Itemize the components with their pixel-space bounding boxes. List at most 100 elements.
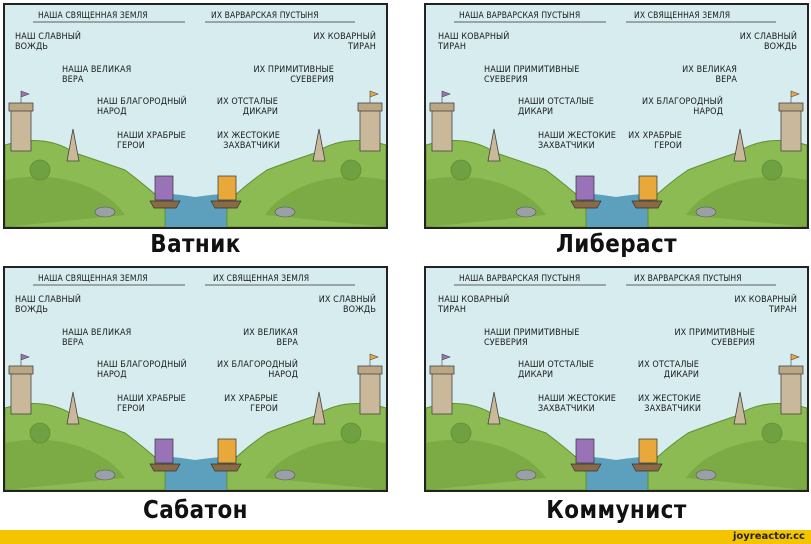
left-label-1: Наш коварный тиран	[438, 32, 510, 52]
left-boat	[570, 463, 602, 472]
left-header: Наша священная земля	[38, 274, 148, 284]
comic-panel-2: Наша варварская пустыня Их священная зем…	[424, 3, 809, 229]
right-flag	[790, 353, 800, 366]
right-label-1: Их коварный тиран	[313, 32, 376, 52]
right-boat	[631, 200, 663, 209]
right-tower-top	[357, 102, 383, 112]
left-tower	[10, 371, 32, 415]
left-hill-shade	[426, 439, 546, 490]
right-tree	[340, 159, 362, 181]
left-tower-top	[8, 365, 34, 375]
left-spire	[66, 128, 80, 162]
left-spire	[487, 128, 501, 162]
left-tower-top	[429, 365, 455, 375]
right-label-1: Их славный вождь	[318, 295, 376, 315]
right-tower	[780, 371, 802, 415]
left-tree	[29, 159, 51, 181]
left-label-1: Наш славный вождь	[15, 295, 82, 315]
left-flag	[20, 90, 30, 103]
left-label-2: Наша великая вера	[62, 328, 132, 348]
right-label-3: Их отсталые дикари	[637, 360, 699, 380]
right-label-1: Их коварный тиран	[734, 295, 797, 315]
left-label-1: Наш коварный тиран	[438, 295, 510, 315]
left-sail	[154, 438, 174, 464]
right-flag	[369, 90, 379, 103]
site-link[interactable]: joyreactor.cc	[732, 531, 805, 542]
right-boat	[631, 463, 663, 472]
left-flag	[441, 90, 451, 103]
right-label-4: Их храбрые герои	[628, 131, 682, 151]
caption-2: Либераст	[555, 229, 678, 258]
left-flag	[20, 353, 30, 366]
left-sail	[575, 175, 595, 201]
right-hill-shade	[265, 176, 386, 227]
right-tower	[780, 108, 802, 152]
rock	[94, 206, 116, 218]
right-label-4: Их жестокие захватчики	[216, 131, 280, 151]
left-tower	[431, 108, 453, 152]
left-label-2: Наша великая вера	[62, 65, 132, 85]
right-sail	[217, 438, 237, 464]
right-flag	[369, 353, 379, 366]
right-tree	[340, 422, 362, 444]
left-label-3: Наши отсталые дикари	[518, 97, 595, 117]
left-label-2: Наши примитивные суеверия	[484, 65, 580, 85]
comic-panel-3: Наша священная земля Их священная земля …	[3, 266, 388, 492]
rock	[695, 469, 717, 481]
right-label-3: Их благородный народ	[642, 97, 723, 117]
right-header: Их варварская пустыня	[211, 11, 319, 21]
left-label-4: Наши жестокие захватчики	[538, 131, 616, 151]
rock	[274, 469, 296, 481]
left-tree	[29, 422, 51, 444]
right-tower-top	[778, 365, 804, 375]
right-header: Их священная земля	[634, 11, 731, 21]
right-spire	[312, 391, 326, 425]
left-label-1: Наш славный вождь	[15, 32, 82, 52]
caption-4: Коммунист	[546, 495, 687, 524]
left-spire	[66, 391, 80, 425]
landscape-scene-3	[5, 268, 386, 490]
right-label-2: Их великая вера	[682, 65, 737, 85]
left-header: Наша священная земля	[38, 11, 148, 21]
left-hill-shade	[5, 439, 125, 490]
comic-panel-4: Наша варварская пустыня Их варварская пу…	[424, 266, 809, 492]
right-tower	[359, 108, 381, 152]
right-flag	[790, 90, 800, 103]
right-tower-top	[357, 365, 383, 375]
right-header: Их священная земля	[213, 274, 310, 284]
left-boat	[570, 200, 602, 209]
left-label-4: Наши жестокие захватчики	[538, 394, 616, 414]
right-sail	[217, 175, 237, 201]
right-tree	[761, 159, 783, 181]
landscape-scene-2	[426, 5, 807, 227]
right-spire	[312, 128, 326, 162]
left-tower-top	[8, 102, 34, 112]
rock	[515, 469, 537, 481]
right-label-4: Их храбрые герои	[224, 394, 278, 414]
left-label-4: Наши храбрые герои	[117, 394, 186, 414]
right-tower	[359, 371, 381, 415]
right-tree	[761, 422, 783, 444]
left-header: Наша варварская пустыня	[459, 274, 581, 284]
right-label-2: Их великая вера	[243, 328, 298, 348]
right-label-3: Их отсталые дикари	[216, 97, 278, 117]
right-label-2: Их примитивные суеверия	[253, 65, 334, 85]
right-hill-shade	[265, 439, 386, 490]
right-label-2: Их примитивные суеверия	[674, 328, 755, 348]
rock	[94, 469, 116, 481]
left-tower	[10, 108, 32, 152]
left-tower-top	[429, 102, 455, 112]
right-tower-top	[778, 102, 804, 112]
left-label-3: Наши отсталые дикари	[518, 360, 595, 380]
right-hill-shade	[686, 176, 807, 227]
rock	[515, 206, 537, 218]
left-label-2: Наши примитивные суеверия	[484, 328, 580, 348]
right-sail	[638, 438, 658, 464]
caption-3: Сабатон	[143, 495, 248, 524]
right-spire	[733, 128, 747, 162]
right-label-3: Их благородный народ	[217, 360, 298, 380]
caption-1: Ватник	[150, 229, 241, 258]
rock	[274, 206, 296, 218]
left-label-4: Наши храбрые герои	[117, 131, 186, 151]
footer-bar: joyreactor.cc	[0, 530, 811, 544]
